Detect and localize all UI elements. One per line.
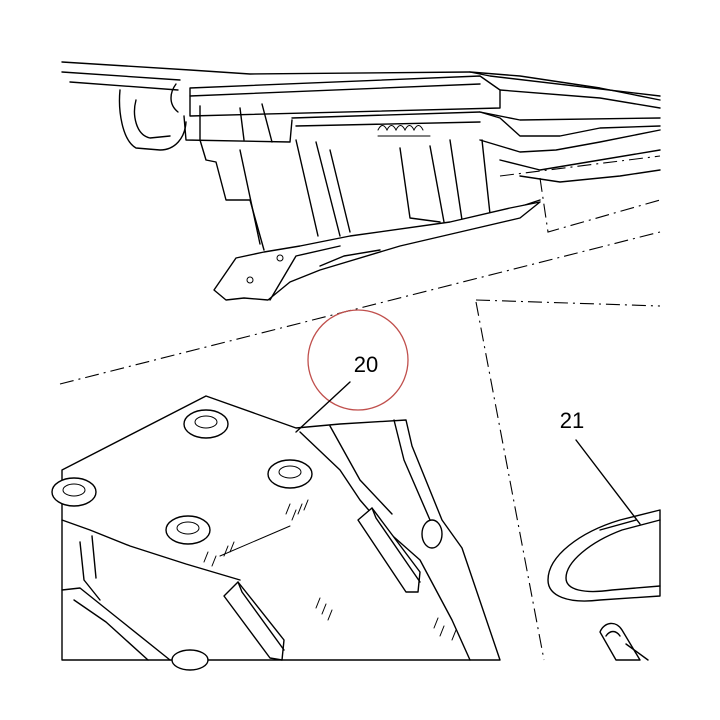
callout-20-highlight-circle [307,309,409,411]
callout-21-leader [575,439,641,525]
lower-tray-part [51,395,501,671]
boss-bottom [171,649,209,671]
tab-left [223,581,285,661]
callout-20-leader [295,381,351,433]
tab-right [357,507,421,593]
boss-top [183,409,229,439]
callout-20[interactable]: 20 [295,309,409,433]
callout-20-label: 20 [354,352,378,377]
upper-assembly [61,61,661,301]
right-bracket-part [475,299,661,661]
boss-left [51,477,97,507]
slot-group [203,499,457,641]
boss-mid [267,459,313,489]
side-hole [421,519,443,549]
callout-21[interactable]: 21 [560,408,641,525]
callout-21-label: 21 [560,408,584,433]
guide-line [219,525,291,557]
boss-lower [165,515,211,545]
